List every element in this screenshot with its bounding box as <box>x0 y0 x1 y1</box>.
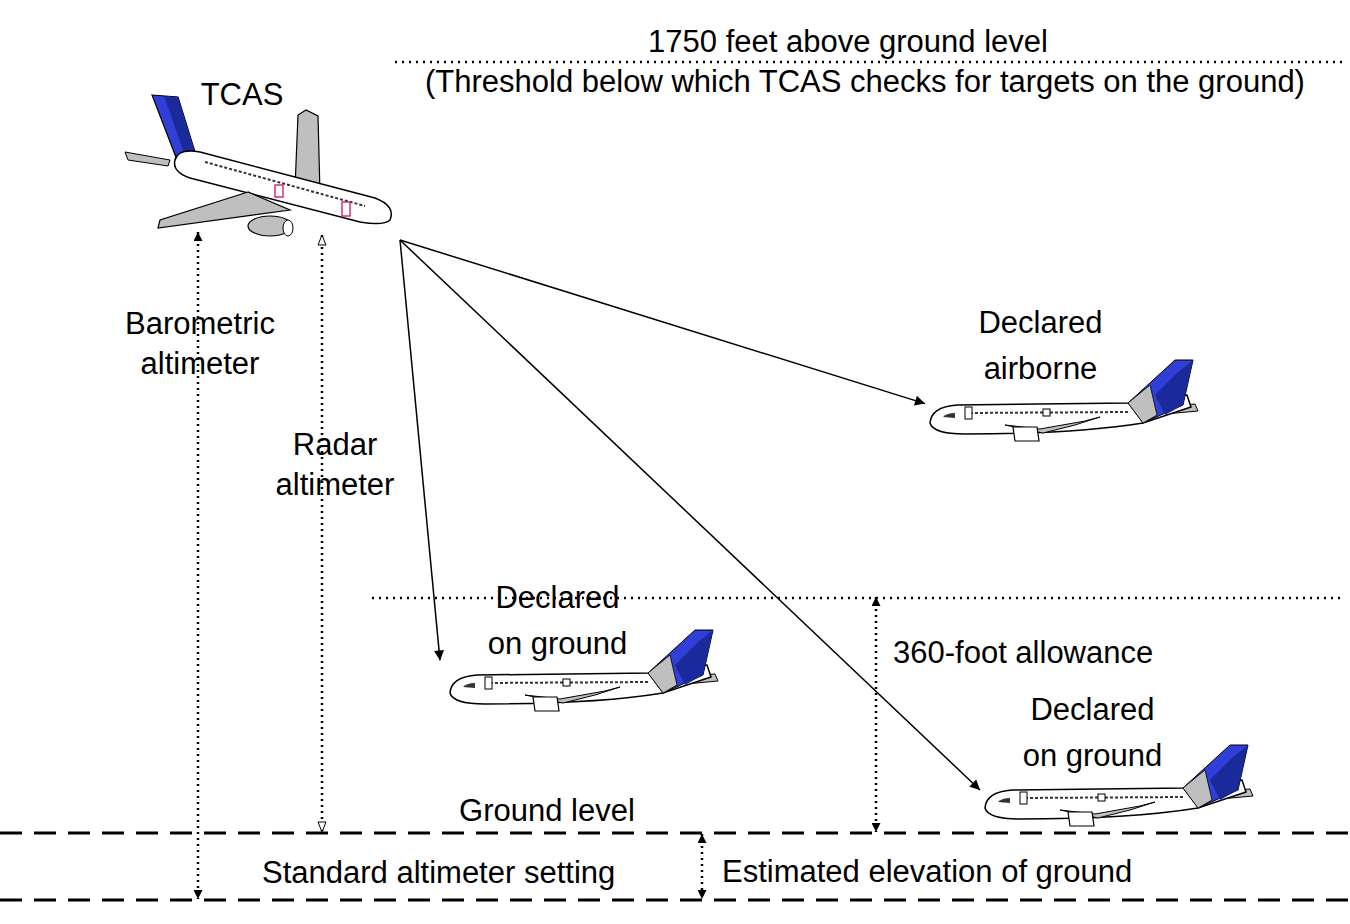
aircraft-label: Declared on ground <box>1015 687 1170 779</box>
ground-level-line <box>0 832 1350 835</box>
aircraft-illustration <box>125 95 391 236</box>
annotation-label: 360-foot allowance <box>893 633 1293 673</box>
aircraft-label: Declared on ground <box>480 575 635 667</box>
aircraft-node: Declared on ground <box>440 575 720 715</box>
aircraft-label: TCAS <box>182 72 302 118</box>
interrogation-arrow <box>400 240 440 660</box>
standard-setting-line <box>0 899 1350 902</box>
aircraft-label: Declared airborne <box>963 300 1118 392</box>
aircraft-node: Declared on ground <box>980 687 1255 830</box>
aircraft-node: Declared airborne <box>925 300 1200 440</box>
annotation-label: 1750 feet above ground level <box>548 22 1148 62</box>
annotation-label: Radar altimeter <box>255 425 415 505</box>
annotation-label: Ground level <box>397 791 697 831</box>
annotation-label: (Threshold below which TCAS checks for t… <box>315 62 1350 102</box>
interrogation-arrow <box>400 240 925 404</box>
aircraft-node: TCAS <box>120 70 400 240</box>
elevation-arrow <box>701 834 704 899</box>
annotation-label: Barometric altimeter <box>115 304 285 384</box>
annotation-label: Estimated elevation of ground <box>722 852 1282 892</box>
allowance-arrow <box>875 597 878 832</box>
annotation-label: Standard altimeter setting <box>262 853 702 893</box>
radar-altimeter-arrow <box>321 235 324 832</box>
threshold-line <box>395 61 1345 64</box>
interrogation-arrow <box>400 240 980 790</box>
